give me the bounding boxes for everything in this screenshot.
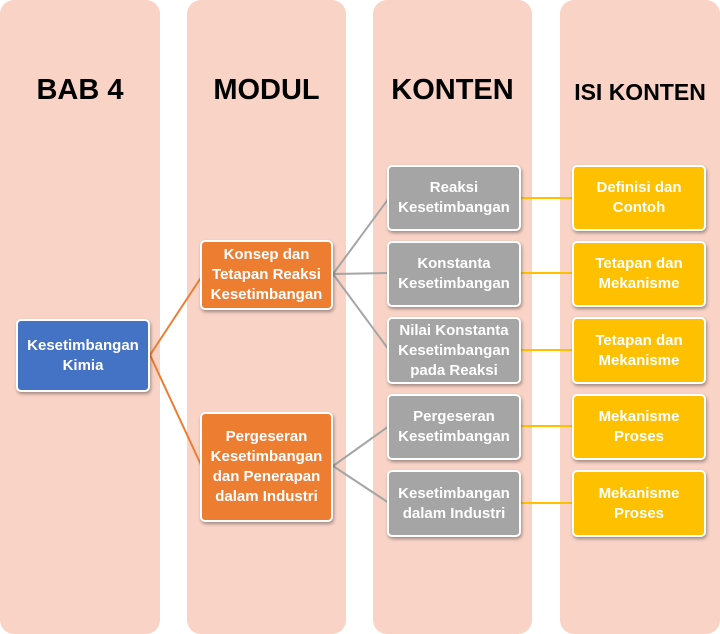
node-detail-mekanisme-1[interactable]: Mekanisme Proses bbox=[572, 394, 706, 460]
node-module-pergeseran[interactable]: Pergeseran Kesetimbangan dan Penerapan d… bbox=[200, 412, 333, 522]
column-title-konten: KONTEN bbox=[391, 74, 514, 106]
connector-module-1-to-content-3 bbox=[332, 273, 390, 351]
node-detail-tetapan-2[interactable]: Tetapan dan Mekanisme bbox=[572, 317, 706, 384]
connector-root-to-module-1 bbox=[149, 275, 203, 356]
node-detail-definisi[interactable]: Definisi dan Contoh bbox=[572, 165, 706, 231]
connector-root-to-module-2 bbox=[149, 354, 203, 468]
node-content-nilai-konstanta[interactable]: Nilai Konstanta Kesetimbangan pada Reaks… bbox=[387, 317, 521, 384]
node-detail-mekanisme-2[interactable]: Mekanisme Proses bbox=[572, 470, 706, 537]
node-content-konstanta[interactable]: Konstanta Kesetimbangan bbox=[387, 241, 521, 307]
node-content-industri[interactable]: Kesetimbangan dalam Industri bbox=[387, 470, 521, 537]
node-kesetimbangan-kimia[interactable]: Kesetimbangan Kimia bbox=[16, 319, 150, 392]
connector-module-1-to-content-2 bbox=[332, 272, 390, 275]
connector-module-1-to-content-1 bbox=[332, 197, 390, 275]
node-content-reaksi[interactable]: Reaksi Kesetimbangan bbox=[387, 165, 521, 231]
node-detail-tetapan-1[interactable]: Tetapan dan Mekanisme bbox=[572, 241, 706, 307]
column-title-bab: BAB 4 bbox=[36, 74, 124, 106]
node-module-konsep[interactable]: Konsep dan Tetapan Reaksi Kesetimbangan bbox=[200, 240, 333, 310]
connector-module-2-to-content-5 bbox=[332, 465, 390, 504]
node-content-pergeseran[interactable]: Pergeseran Kesetimbangan bbox=[387, 394, 521, 460]
column-bab: BAB 4 bbox=[0, 0, 160, 634]
column-title-modul: MODUL bbox=[213, 74, 320, 106]
column-modul: MODUL bbox=[187, 0, 346, 634]
column-title-isi-konten: ISI KONTEN bbox=[574, 79, 706, 105]
connector-module-2-to-content-4 bbox=[332, 425, 390, 467]
